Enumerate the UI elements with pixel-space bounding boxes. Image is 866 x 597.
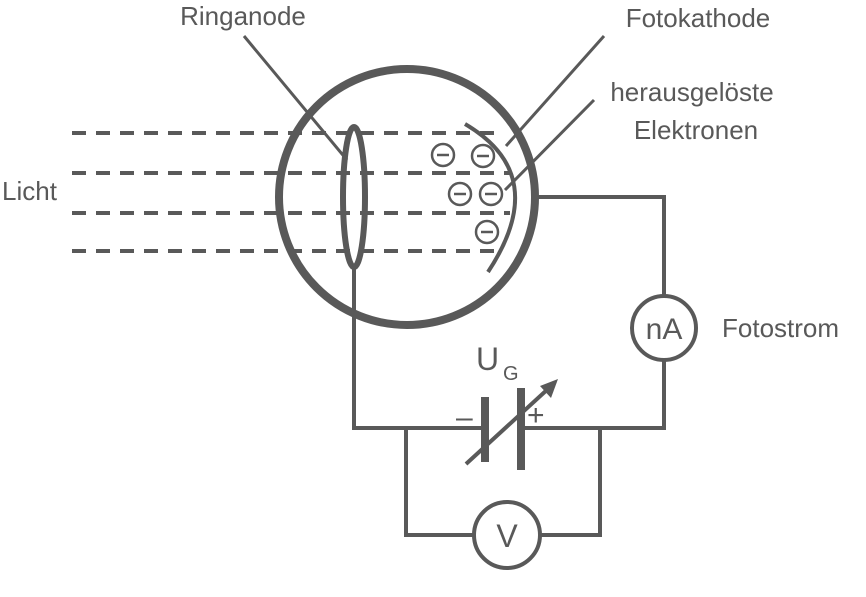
- ringanode-leader: [242, 35, 349, 161]
- electron-symbol: [470, 143, 496, 169]
- electron-symbol: [430, 142, 456, 168]
- fotokathode-leader: [504, 35, 606, 147]
- variable-arrow-head: [540, 379, 558, 398]
- electrons: [430, 142, 504, 245]
- voltmeter-label: V: [496, 518, 518, 554]
- cathode-wire: [535, 195, 666, 297]
- electron-symbol: [447, 181, 473, 207]
- label-ringanode: Ringanode: [180, 1, 306, 31]
- label-licht: Licht: [2, 176, 58, 206]
- photocell-tube: [275, 65, 539, 329]
- label-electrons-line2: Elektronen: [634, 115, 758, 145]
- label-fotostrom: Fotostrom: [722, 313, 839, 343]
- electron-symbol: [474, 219, 500, 245]
- electrons-leader: [503, 98, 596, 192]
- anode-wire: [352, 267, 485, 430]
- voltage-symbol: U: [476, 341, 499, 377]
- voltage-subscript: G: [503, 363, 519, 385]
- voltmeter-left-wire: [404, 428, 474, 537]
- ammeter-return-wire: [521, 359, 666, 430]
- label-fotokathode: Fotokathode: [626, 3, 771, 33]
- minus-sign: –: [456, 401, 473, 434]
- light-rays: [72, 131, 510, 253]
- plus-sign: +: [527, 399, 545, 432]
- photocathode: [463, 122, 518, 274]
- circuit-wires: [352, 195, 666, 537]
- voltmeter: [472, 500, 542, 570]
- label-electrons-line1: herausgelöste: [610, 77, 773, 107]
- ring-anode: [340, 124, 368, 270]
- voltmeter-right-wire: [540, 428, 602, 537]
- electron-symbol: [478, 181, 504, 207]
- ammeter-label: nA: [646, 313, 683, 346]
- ammeter: [630, 294, 698, 362]
- variable-arrow: [464, 386, 551, 466]
